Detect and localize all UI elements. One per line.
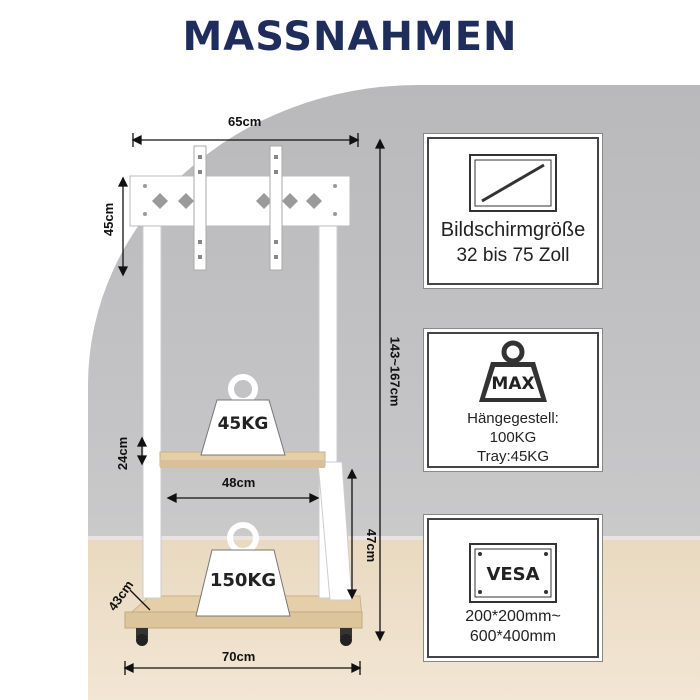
wheel-right: [340, 628, 352, 646]
screen-icon: [469, 154, 557, 212]
vesa-card: VESA 200*200mm~ 600*400mm: [427, 518, 599, 658]
wheel-left: [136, 628, 148, 646]
weight-icon: [479, 340, 547, 402]
dim-shelf-gap: 24cm: [115, 436, 131, 471]
screen-size-line2: 32 bis 75 Zoll: [456, 245, 570, 266]
shelf-weight-text: 45KG: [217, 414, 269, 434]
max-badge: MAX: [491, 374, 535, 394]
weight-shape-45kg: [200, 374, 286, 456]
page-title: MASSNAHMEN: [182, 14, 518, 60]
vesa-badge: VESA: [486, 564, 540, 585]
dim-top-width: 65cm: [228, 114, 262, 129]
vesa-line2: 600*400mm: [469, 628, 557, 645]
max-line1: Hängegestell:: [467, 410, 559, 427]
vesa-arm-left: [193, 145, 207, 271]
dim-total-height: 143~167cm: [387, 336, 403, 407]
max-line3: Tray:45KG: [477, 448, 549, 465]
upright-left: [142, 225, 162, 599]
vesa-arm-right: [269, 145, 283, 271]
max-line2: 100KG: [489, 429, 537, 446]
max-load-card: MAX Hängegestell: 100KG Tray:45KG: [427, 332, 599, 468]
dim-shelf-width: 48cm: [222, 475, 256, 490]
base-weight-text: 150KG: [209, 570, 277, 591]
weight-shape-150kg: [195, 522, 291, 617]
dim-mount-height: 45cm: [101, 202, 117, 237]
vesa-line1: 200*200mm~: [465, 608, 561, 625]
screen-size-card: Bildschirmgröße 32 bis 75 Zoll: [427, 137, 599, 285]
vesa-plate-icon: [469, 543, 557, 603]
dim-base-width: 70cm: [222, 649, 256, 664]
dim-lower-height: 47cm: [364, 528, 380, 563]
screen-size-line1: Bildschirmgröße: [440, 219, 586, 241]
